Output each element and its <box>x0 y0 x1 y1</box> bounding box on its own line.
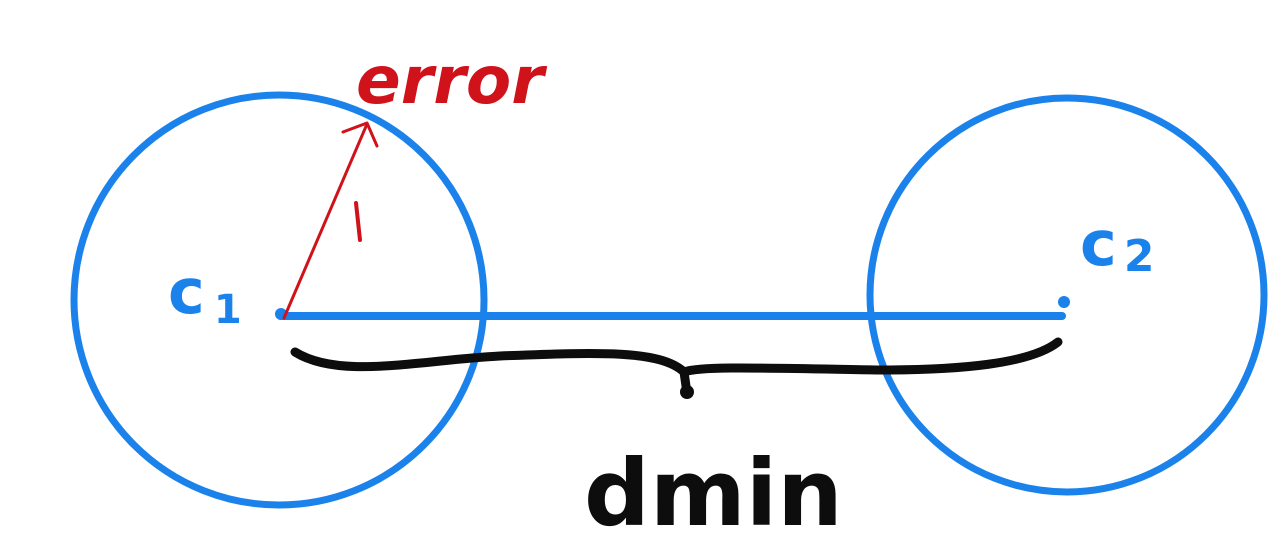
brace-tip-dot <box>680 385 694 399</box>
error-arrow-head <box>341 121 379 148</box>
c2-label: c 2 <box>1080 207 1154 282</box>
dmin-label: dmin <box>584 440 843 547</box>
radius-one-mark <box>354 201 362 242</box>
c1-subscript: 1 <box>214 287 242 333</box>
dmin-brace <box>290 337 1063 398</box>
circle-c1 <box>70 91 488 509</box>
c1-letter: c <box>168 255 205 328</box>
error-radius-arrow <box>282 122 369 320</box>
circle-c2 <box>866 94 1268 496</box>
c2-subscript: 2 <box>1124 231 1155 282</box>
c2-letter: c <box>1080 207 1117 280</box>
error-label: error <box>356 42 547 119</box>
c1-label: c 1 <box>168 255 242 333</box>
center-dot-c2 <box>1058 296 1070 308</box>
